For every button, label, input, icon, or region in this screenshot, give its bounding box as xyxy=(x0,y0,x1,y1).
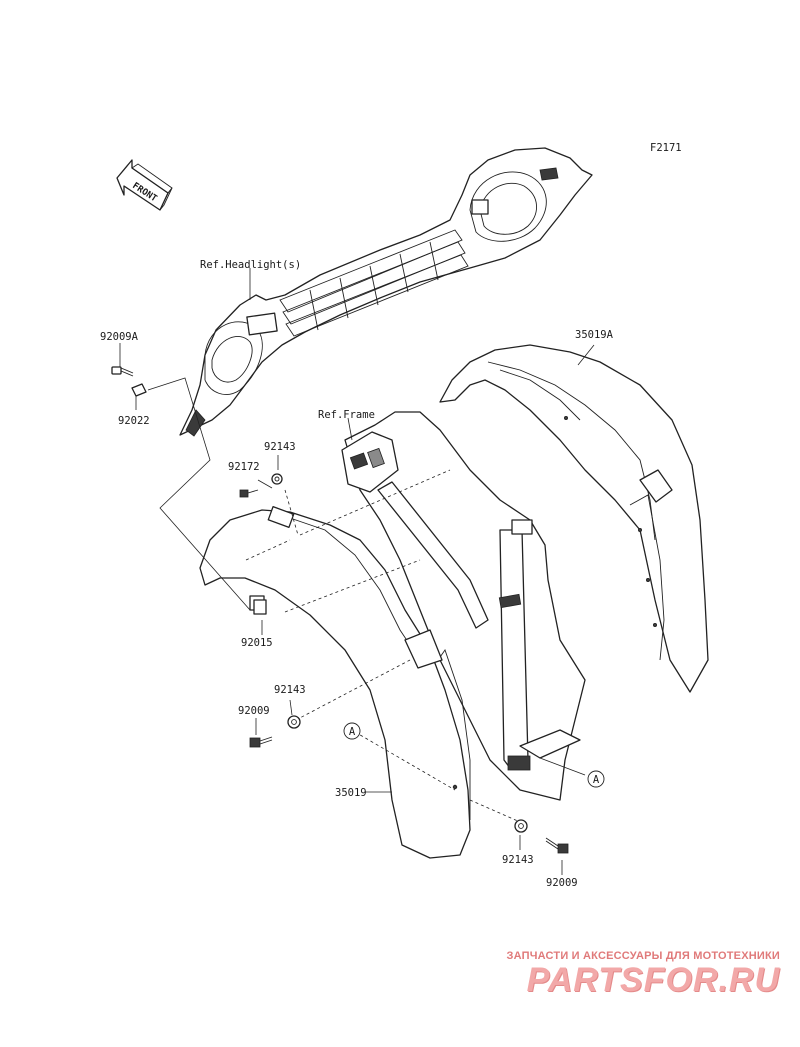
part-label-92009-right: 92009 xyxy=(546,877,578,889)
frame-structure xyxy=(341,411,586,801)
shroud-right-35019A xyxy=(439,344,709,693)
figure-code-label: F2171 xyxy=(650,142,682,154)
headlight-cover-part xyxy=(179,147,593,437)
grommet-92015-icon xyxy=(253,599,267,615)
callout-a-left-label: A xyxy=(349,726,356,738)
part-label-35019: 35019 xyxy=(335,787,367,799)
part-label-92015: 92015 xyxy=(241,637,273,649)
watermark-logo: PARTSFOR.RU xyxy=(526,961,780,999)
grille-slats xyxy=(279,229,469,337)
part-label-92009-left: 92009 xyxy=(238,705,270,717)
watermark: ЗАПЧАСТИ И АКСЕССУАРЫ ДЛЯ МОТОТЕХНИКИ PA… xyxy=(480,950,780,998)
bolt-92009-right-icon xyxy=(545,837,569,854)
clip-92022-icon xyxy=(131,383,147,397)
callout-a-left: A xyxy=(343,722,361,740)
watermark-tagline: ЗАПЧАСТИ И АКСЕССУАРЫ ДЛЯ МОТОТЕХНИКИ xyxy=(506,950,780,962)
screw-92172-icon xyxy=(239,489,259,498)
part-label-92172: 92172 xyxy=(228,461,260,473)
washer-92143-lower-icon xyxy=(514,819,528,833)
ref-frame-label: Ref.Frame xyxy=(318,409,375,421)
part-label-92143-lower: 92143 xyxy=(502,854,534,866)
part-label-92022: 92022 xyxy=(118,415,150,427)
bolt-92009A-icon xyxy=(111,366,134,377)
part-label-92143-upper: 92143 xyxy=(264,441,296,453)
guide-lines xyxy=(245,469,521,823)
part-label-92009A: 92009A xyxy=(100,331,139,343)
leader-lines xyxy=(119,268,595,875)
ref-headlight-label: Ref.Headlight(s) xyxy=(200,259,301,271)
front-arrow-icon: FRONT xyxy=(116,159,173,211)
callout-a-right: A xyxy=(587,770,605,788)
callout-a-right-label: A xyxy=(593,774,600,786)
bolt-92009-left-icon xyxy=(249,736,273,748)
part-label-92143-mid: 92143 xyxy=(274,684,306,696)
washer-92143-mid-icon xyxy=(287,715,301,729)
part-label-35019A: 35019A xyxy=(575,329,614,341)
washer-92143-upper-icon xyxy=(271,473,283,485)
